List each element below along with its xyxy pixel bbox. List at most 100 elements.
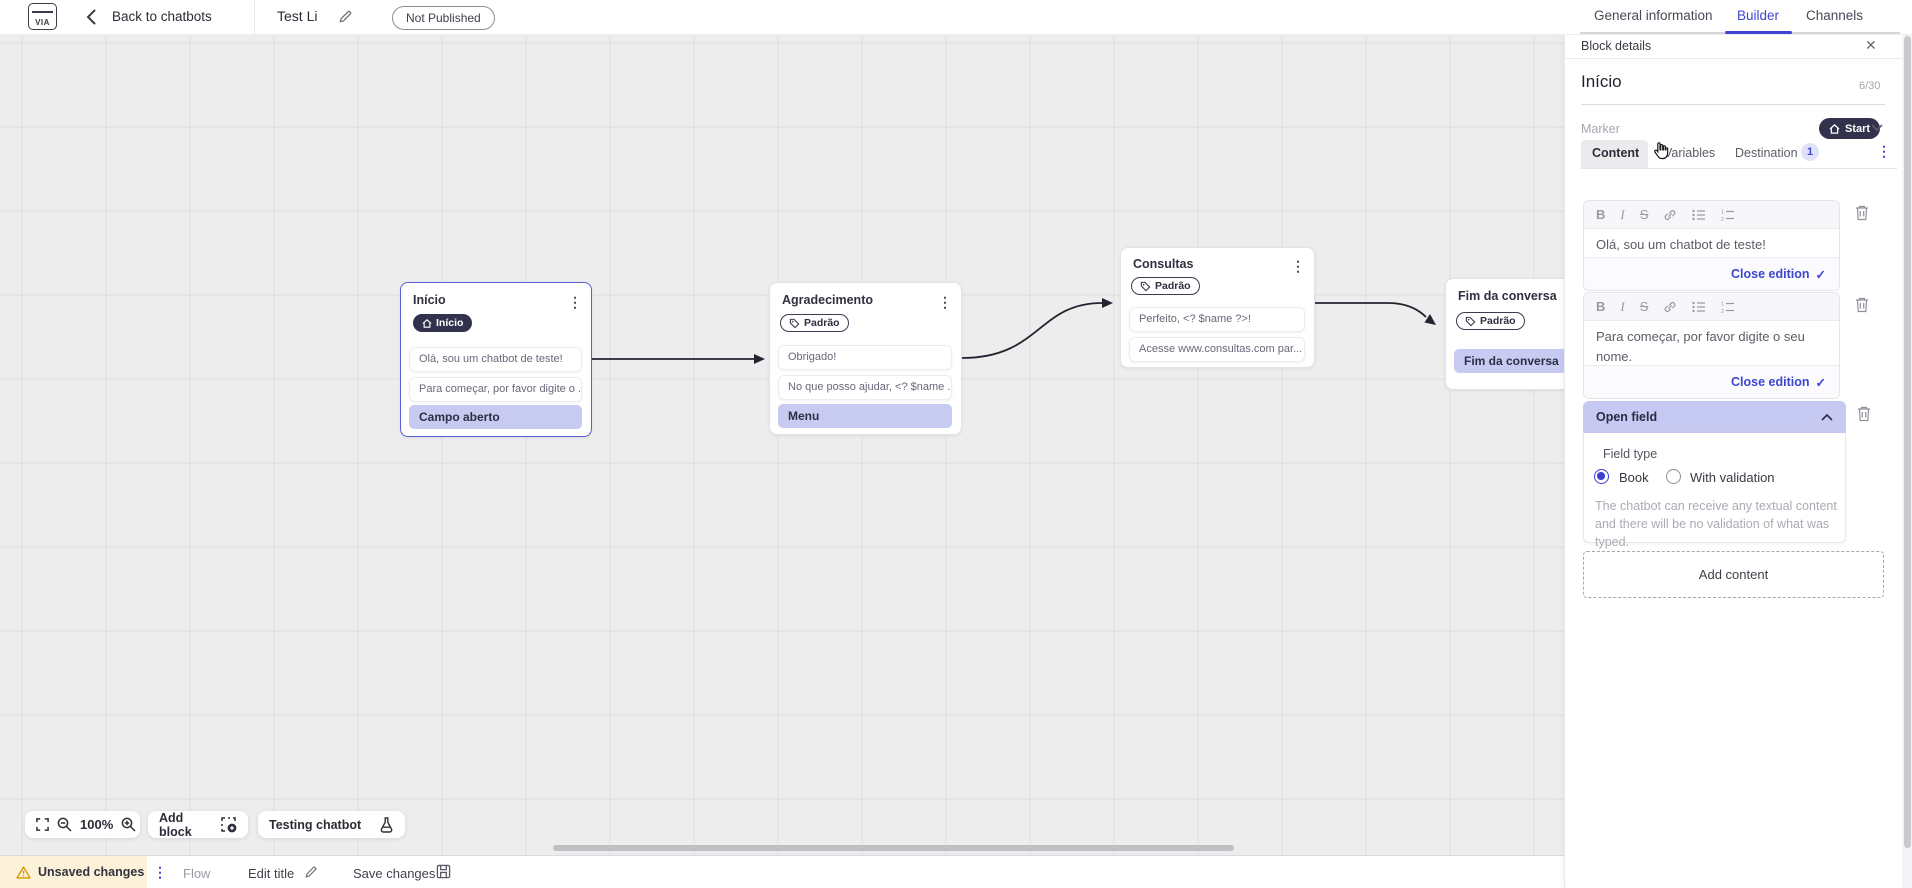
close-edition-button[interactable]: Close edition ✓ — [1584, 257, 1839, 290]
message-bubble[interactable]: Olá, sou um chatbot de teste! — [409, 347, 582, 372]
flow-canvas[interactable]: Início ⋮ Início Olá, sou um chatbot de t… — [0, 34, 1564, 855]
testing-chatbot-label: Testing chatbot — [269, 817, 362, 832]
unsaved-changes-label: Unsaved changes — [38, 865, 145, 879]
badge-label: Padrão — [1480, 315, 1516, 327]
bullet-list-icon[interactable] — [1692, 301, 1706, 313]
italic-icon[interactable]: I — [1620, 207, 1625, 222]
check-icon: ✓ — [1815, 375, 1826, 390]
badge-label: Padrão — [1155, 280, 1191, 292]
fullscreen-icon[interactable] — [36, 818, 49, 831]
save-icon[interactable] — [436, 864, 451, 879]
chevron-up-icon — [1821, 413, 1833, 421]
block-consultas[interactable]: Consultas ⋮ Padrão Perfeito, <? $name ?>… — [1120, 247, 1315, 368]
block-menu-icon[interactable]: ⋮ — [938, 294, 952, 310]
tab-general-information[interactable]: General information — [1594, 8, 1713, 23]
block-name-input[interactable]: Início — [1581, 72, 1622, 91]
svg-text:1: 1 — [1721, 209, 1724, 215]
close-edition-button[interactable]: Close edition ✓ — [1584, 365, 1839, 398]
message-bubble[interactable]: Para começar, por favor digite o ... — [409, 377, 582, 402]
flask-icon — [379, 816, 394, 833]
radio-with-validation-label[interactable]: With validation — [1690, 470, 1775, 485]
radio-with-validation[interactable] — [1666, 469, 1681, 484]
delete-content-icon[interactable] — [1854, 204, 1870, 222]
add-block-button[interactable]: Add block — [148, 811, 248, 839]
back-chevron-icon[interactable] — [86, 9, 97, 25]
svg-text:1: 1 — [1721, 301, 1724, 307]
message-bubble[interactable]: Perfeito, <? $name ?>! — [1129, 307, 1305, 332]
message-bubble[interactable]: Acesse www.consultas.com par... — [1129, 337, 1305, 362]
bold-icon[interactable]: B — [1596, 207, 1606, 222]
open-field-title: Open field — [1596, 410, 1658, 424]
zoom-out-icon[interactable] — [57, 817, 72, 832]
horizontal-scrollbar[interactable] — [553, 845, 1234, 851]
add-content-label: Add content — [1698, 567, 1769, 582]
start-marker-pill[interactable]: Start — [1819, 118, 1881, 139]
active-tab-indicator — [1725, 30, 1792, 34]
open-field-body: Field type Book With validation The chat… — [1583, 433, 1846, 549]
link-icon[interactable] — [1663, 208, 1677, 222]
warning-icon — [16, 866, 31, 879]
back-to-chatbots-link[interactable]: Back to chatbots — [112, 9, 212, 24]
chevron-down-icon[interactable] — [1871, 124, 1883, 132]
close-icon[interactable]: ✕ — [1865, 37, 1877, 53]
subtab-variables[interactable]: Variables — [1664, 146, 1716, 160]
pencil-icon[interactable] — [304, 865, 318, 879]
tab-builder[interactable]: Builder — [1737, 8, 1780, 23]
zoom-toolbar: 100% — [25, 811, 140, 838]
end-conversation-chip[interactable]: Fim da conversa — [1454, 349, 1564, 373]
strikethrough-icon[interactable]: S — [1639, 299, 1649, 314]
block-inicio[interactable]: Início ⋮ Início Olá, sou um chatbot de t… — [400, 282, 592, 437]
menu-chip[interactable]: Menu — [778, 404, 952, 428]
open-field-header[interactable]: Open field — [1583, 401, 1846, 433]
subtabs-underline — [1581, 168, 1897, 169]
link-icon[interactable] — [1663, 300, 1677, 314]
subtabs-menu-icon[interactable]: ⋮ — [1877, 143, 1891, 159]
edit-title-pencil-icon[interactable] — [338, 9, 353, 24]
block-menu-icon[interactable]: ⋮ — [568, 294, 582, 310]
block-agradecimento[interactable]: Agradecimento ⋮ Padrão Obrigado! No que … — [769, 282, 962, 435]
zoom-in-icon[interactable] — [121, 817, 136, 832]
testing-chatbot-button[interactable]: Testing chatbot — [258, 811, 405, 838]
tab-channels[interactable]: Channels — [1806, 8, 1864, 23]
block-fim-da-conversa[interactable]: Fim da conversa Padrão Fim da conversa — [1445, 278, 1564, 390]
bold-icon[interactable]: B — [1596, 299, 1606, 314]
subtab-destination[interactable]: Destination — [1735, 146, 1798, 160]
save-changes-button[interactable]: Save changes — [353, 865, 436, 881]
chatbot-title[interactable]: Test Li — [277, 8, 318, 24]
field-type-label: Field type — [1603, 447, 1658, 461]
message-bubble[interactable]: No que posso ajudar, <? $name ... — [778, 375, 952, 400]
edit-title-button[interactable]: Edit title — [248, 865, 295, 881]
editor-text[interactable]: Olá, sou um chatbot de teste! — [1596, 237, 1766, 252]
marker-label: Marker — [1581, 122, 1620, 136]
italic-icon[interactable]: I — [1620, 299, 1625, 314]
delete-open-field-icon[interactable] — [1856, 405, 1872, 423]
field-type-description: The chatbot can receive any textual cont… — [1595, 499, 1837, 550]
strikethrough-icon[interactable]: S — [1639, 207, 1649, 222]
bullet-list-icon[interactable] — [1692, 209, 1706, 221]
home-icon — [1829, 123, 1840, 134]
open-field-chip[interactable]: Campo aberto — [409, 405, 582, 429]
add-content-button[interactable]: Add content — [1583, 551, 1884, 598]
home-icon — [422, 318, 432, 328]
marker-value: Start — [1845, 122, 1871, 135]
block-menu-icon[interactable]: ⋮ — [1291, 258, 1305, 274]
tag-icon — [1140, 281, 1151, 292]
unsaved-changes-section — [0, 856, 147, 888]
block-title: Início — [413, 293, 446, 307]
flow-label[interactable]: Flow — [183, 865, 211, 881]
flow-connections — [592, 298, 1436, 364]
subtab-content[interactable]: Content — [1592, 146, 1640, 160]
block-title: Consultas — [1133, 257, 1194, 271]
radio-book-label[interactable]: Book — [1619, 470, 1649, 485]
panel-scrollbar-thumb[interactable] — [1904, 36, 1911, 848]
statusbar-menu-icon[interactable]: ⋮ — [153, 864, 167, 880]
delete-content-icon[interactable] — [1854, 296, 1870, 314]
app-logo[interactable]: VIA — [28, 3, 57, 30]
message-bubble[interactable]: Obrigado! — [778, 345, 952, 370]
editor-text[interactable]: Para começar, por favor digite o seu nom… — [1596, 329, 1805, 365]
radio-book[interactable] — [1594, 469, 1609, 484]
